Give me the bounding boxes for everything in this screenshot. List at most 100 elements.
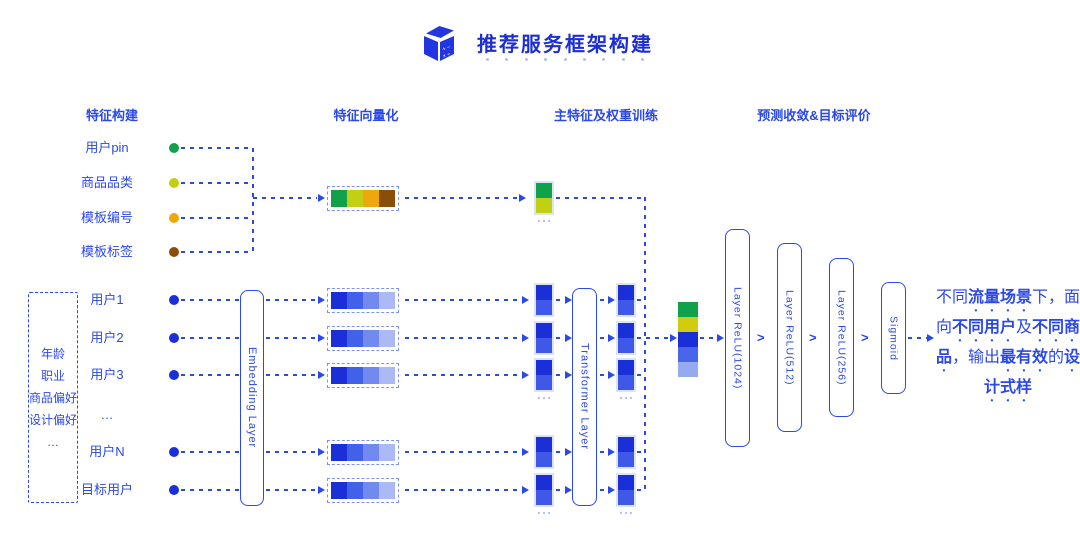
feature-label: 模板编号 [80, 210, 133, 225]
user-label: 用户3 [90, 367, 124, 382]
embedding-layer-label: Embedding Layer [246, 347, 258, 449]
arrowhead [318, 486, 325, 494]
profile-item: 职业 [40, 368, 65, 383]
output-line: 品，输出最有效的设 [935, 349, 1080, 366]
connector-line [253, 197, 317, 199]
connector-line [181, 489, 240, 491]
trained-vector-right [616, 473, 636, 507]
transformer-layer-box: Transformer Layer [572, 288, 597, 506]
connector-line [181, 182, 253, 184]
user-label: 目标用户 [80, 482, 133, 497]
embedding-layer-box: Embedding Layer [240, 290, 264, 506]
feature-bullet [169, 178, 179, 188]
user-vector [327, 326, 399, 351]
feature-label: 模板标签 [80, 244, 133, 259]
arrowhead [608, 486, 615, 494]
connector-line [700, 337, 717, 339]
relu-1024-box: Layer ReLU(1024) [725, 229, 750, 447]
connector-line [600, 299, 608, 301]
sigmoid-box: Sigmoid [881, 282, 906, 394]
relu-256-label: Layer ReLU(256) [835, 289, 848, 386]
ellipsis-dots [538, 397, 550, 399]
user-label-ellipsis: … [100, 407, 114, 422]
feature-bullet [169, 213, 179, 223]
ellipsis-dots [538, 512, 550, 514]
arrowhead [522, 448, 529, 456]
connector-line [266, 451, 318, 453]
arrowhead [565, 448, 572, 456]
connector-line [556, 197, 645, 199]
output-line: 不同流量场景下，面 [935, 289, 1080, 306]
user-bullet [169, 370, 179, 380]
trained-vector-left [534, 473, 554, 507]
connector-line [600, 489, 608, 491]
connector-line [405, 299, 522, 301]
connector-line [637, 374, 644, 376]
connector-line [266, 374, 318, 376]
trained-vector-left [534, 435, 554, 469]
column-header-training: 主特征及权重训练 [553, 108, 658, 123]
trained-vector-right [616, 321, 636, 355]
user-bullet [169, 333, 179, 343]
profile-item: … [47, 434, 59, 449]
profile-item: 年龄 [40, 346, 65, 361]
connector-line [181, 217, 253, 219]
ellipsis-dots [620, 397, 632, 399]
page-title: 推荐服务框架构建 [477, 34, 653, 56]
connector-line [181, 251, 253, 253]
relu-1024-label: Layer ReLU(1024) [731, 286, 744, 390]
feature-bullet [169, 143, 179, 153]
bracket-line [252, 148, 254, 253]
connector-line [556, 374, 565, 376]
connector-line [637, 299, 644, 301]
arrowhead [318, 448, 325, 456]
title-underline-dots [486, 58, 644, 61]
merged-vector [678, 302, 698, 377]
user-vector [327, 440, 399, 465]
arrowhead [927, 334, 934, 342]
arrowhead [318, 334, 325, 342]
sigmoid-label: Sigmoid [887, 315, 900, 361]
arrowhead [565, 334, 572, 342]
profile-item: 设计偏好 [29, 412, 78, 427]
user-bullet [169, 447, 179, 457]
collector-line [644, 197, 646, 493]
connector-line [637, 337, 644, 339]
arrowhead [318, 194, 325, 202]
arrowhead [565, 296, 572, 304]
user-vector [327, 478, 399, 503]
user-vector [327, 363, 399, 388]
user-vector [327, 288, 399, 313]
user-label: 用户1 [90, 292, 124, 307]
connector-line [556, 451, 565, 453]
trained-vector-left [534, 321, 554, 355]
connector-line [600, 451, 608, 453]
column-header-evaluation: 预测收敛&目标评价 [757, 108, 871, 123]
arrowhead [670, 334, 677, 342]
chevron-right-icon: > [757, 330, 765, 345]
connector-line [266, 489, 318, 491]
connector-line [266, 299, 318, 301]
cube-3d-icon: + − × ÷ [424, 26, 454, 61]
arrowhead [717, 334, 724, 342]
profile-item: 商品偏好 [29, 390, 78, 405]
chevron-right-icon: > [861, 330, 869, 345]
relu-512-label: Layer ReLU(512) [783, 289, 796, 386]
connector-line [266, 337, 318, 339]
connector-line [556, 299, 565, 301]
user-label: 用户2 [90, 330, 124, 345]
output-line: 向不同用户及不同商 [935, 319, 1080, 336]
arrowhead [522, 486, 529, 494]
relu-256-box: Layer ReLU(256) [829, 258, 854, 417]
arrowhead [565, 486, 572, 494]
arrowhead [519, 194, 526, 202]
arrowhead [608, 448, 615, 456]
connector-line [646, 337, 671, 339]
feature-label: 商品品类 [80, 175, 133, 190]
arrowhead [565, 371, 572, 379]
connector-line [600, 374, 608, 376]
user-profile-box: 年龄 职业 商品偏好 设计偏好 … [28, 292, 78, 503]
output-text: 不同流量场景下，面 向不同用户及不同商 品，输出最有效的设 计式样 [933, 285, 1080, 405]
chevron-right-icon: > [809, 330, 817, 345]
arrowhead [608, 296, 615, 304]
